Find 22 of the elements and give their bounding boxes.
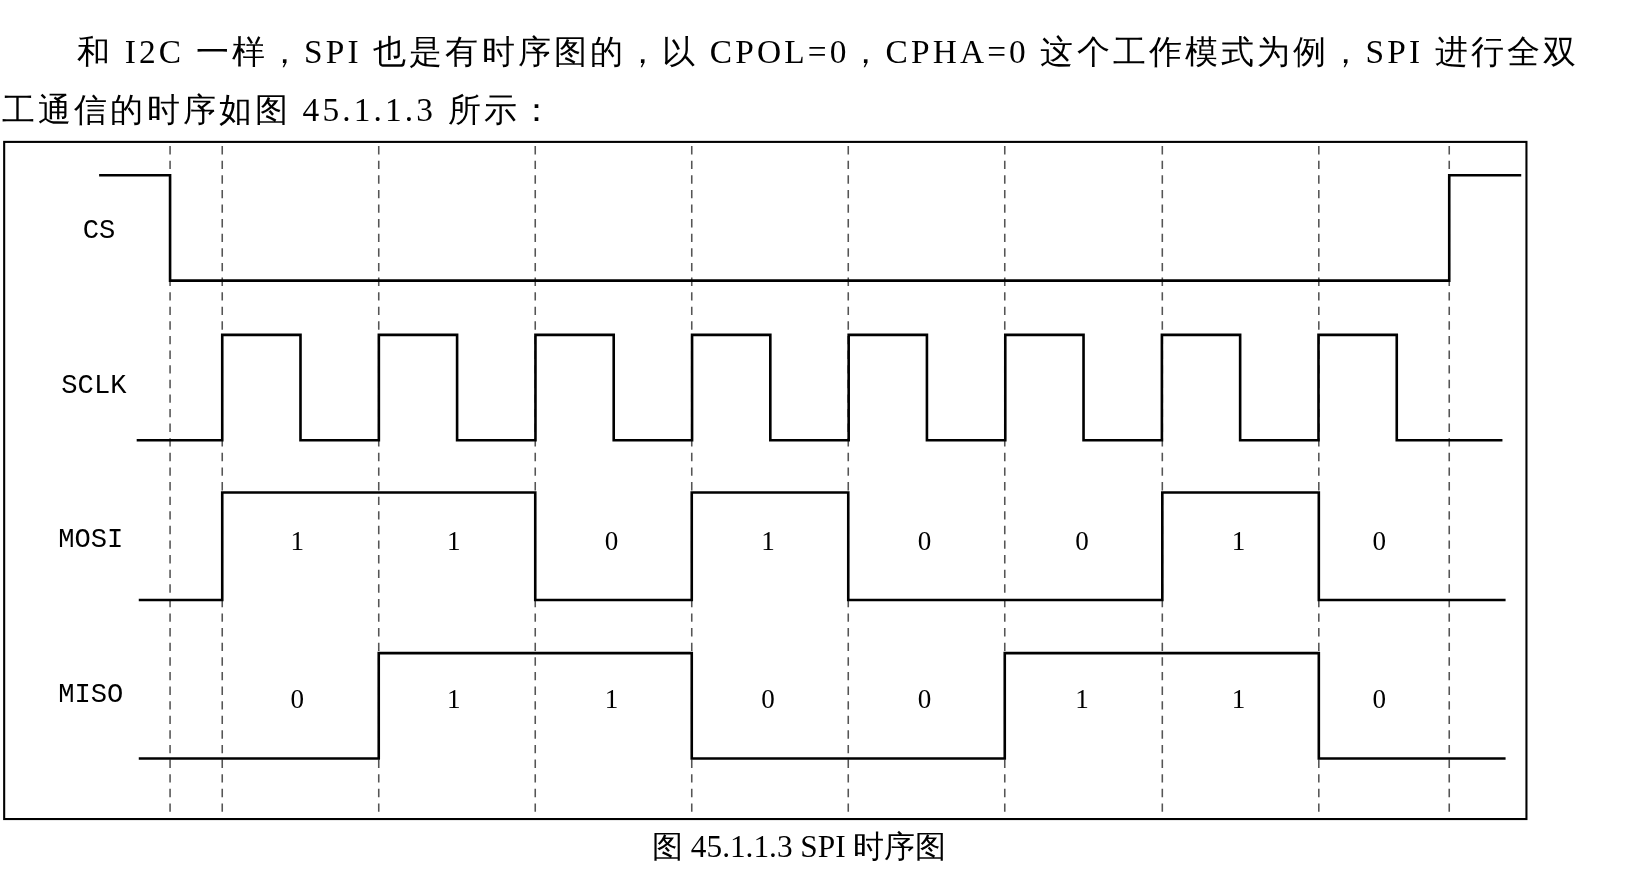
bit-value: 1 — [290, 524, 305, 558]
bit-value: 0 — [1372, 524, 1387, 558]
bit-value: 1 — [761, 524, 775, 558]
bit-value: 0 — [917, 683, 932, 717]
bit-value: 1 — [604, 683, 619, 717]
bit-value: 0 — [917, 524, 932, 558]
bit-value: 1 — [447, 524, 461, 558]
intro-paragraph: 和 I2C 一样，SPI 也是有时序图的，以 CPOL=0，CPHA=0 这个工作模式为例，SPI 进行全双工通信的时序如图 45.1.1.3 所示： — [2, 31, 1581, 131]
bit-value: 0 — [604, 524, 619, 558]
bit-value: 1 — [1075, 683, 1089, 717]
figure-caption: 图 45.1.1.3 SPI 时序图 — [652, 828, 947, 867]
signal-name: MOSI — [58, 523, 124, 558]
bit-value: 1 — [447, 683, 461, 717]
signal-name: MISO — [58, 677, 124, 712]
bit-value: 0 — [1372, 683, 1387, 717]
bit-value: 0 — [1075, 524, 1089, 558]
signal-name: CS — [82, 213, 116, 248]
bit-value: 0 — [290, 683, 305, 717]
bit-value: 1 — [1231, 524, 1246, 558]
signal-name: SCLK — [61, 369, 127, 403]
bit-value: 0 — [761, 683, 775, 717]
bit-value: 1 — [1231, 683, 1246, 717]
